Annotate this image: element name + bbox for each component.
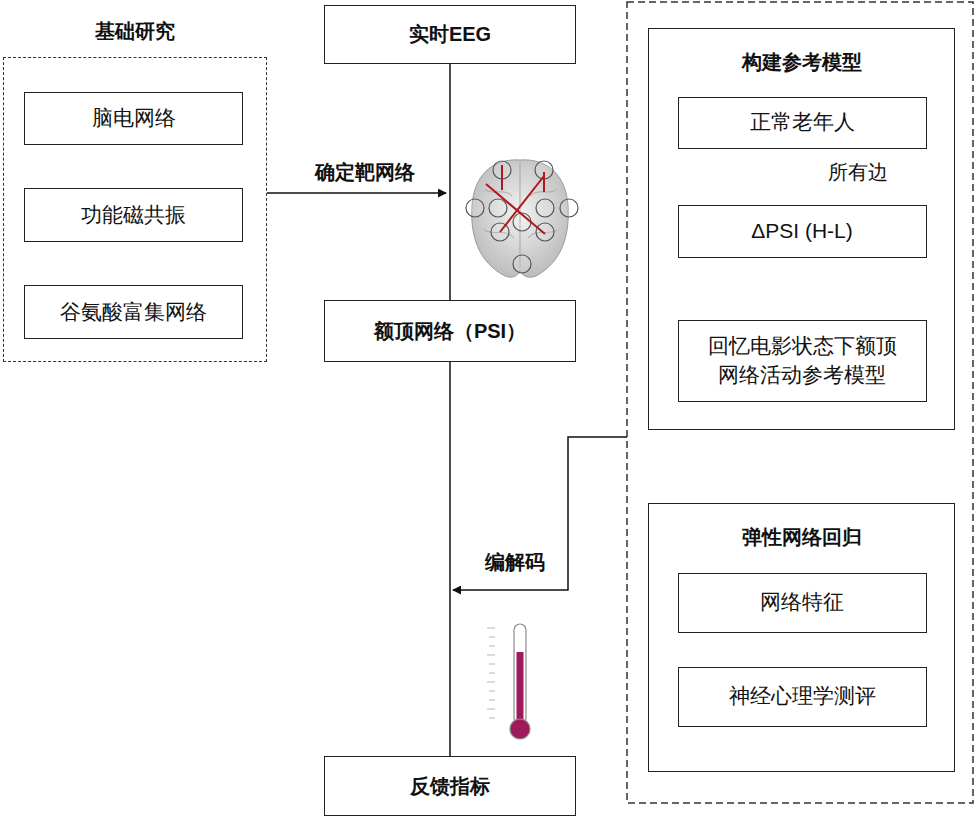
box-label: ΔPSI (H-L) bbox=[751, 217, 853, 245]
panel-box: 构建参考模型正常老年人 ΔPSI (H-L) 回忆电影状态下额顶网络活动参考模型 bbox=[648, 28, 955, 430]
box-label: 脑电网络 bbox=[92, 104, 176, 132]
box-label: 神经心理学测评 bbox=[729, 682, 876, 710]
process-box: ΔPSI (H-L) bbox=[678, 205, 927, 258]
edge-label: 所有边 bbox=[826, 159, 890, 186]
box-label: 正常老年人 bbox=[750, 108, 855, 136]
box-label: 额顶网络（PSI） bbox=[374, 318, 526, 345]
group-heading: 基础研究 bbox=[3, 18, 267, 45]
group-heading: 构建参考模型 bbox=[649, 49, 954, 76]
box-label: 谷氨酸富集网络 bbox=[60, 298, 207, 326]
brain-illustration bbox=[466, 160, 578, 277]
process-box: 实时EEG bbox=[324, 5, 576, 64]
process-box: 脑电网络 bbox=[24, 92, 243, 145]
box-label: 回忆电影状态下额顶网络活动参考模型 bbox=[702, 332, 902, 389]
group-heading: 弹性网络回归 bbox=[649, 524, 954, 551]
process-box: 功能磁共振 bbox=[24, 188, 243, 242]
box-label: 功能磁共振 bbox=[81, 201, 186, 229]
process-box: 额顶网络（PSI） bbox=[324, 300, 576, 362]
process-box: 反馈指标 bbox=[324, 756, 576, 816]
process-box: 正常老年人 bbox=[678, 97, 927, 149]
arrow-label: 编解码 bbox=[483, 549, 547, 576]
connector bbox=[449, 64, 451, 300]
dashed-region bbox=[627, 2, 973, 803]
target-arrow bbox=[267, 192, 446, 194]
box-label: 反馈指标 bbox=[410, 773, 490, 800]
process-box: 神经心理学测评 bbox=[678, 667, 927, 727]
codec-arrow bbox=[453, 437, 627, 590]
box-label: 实时EEG bbox=[409, 21, 491, 48]
thermometer-icon bbox=[487, 624, 530, 739]
process-box: 网络特征 bbox=[678, 573, 927, 633]
connector bbox=[449, 362, 451, 756]
arrow-label: 确定靶网络 bbox=[313, 159, 417, 186]
box-label: 网络特征 bbox=[760, 588, 844, 616]
group-box: 基础研究脑电网络功能磁共振谷氨酸富集网络 bbox=[3, 8, 267, 362]
process-box: 回忆电影状态下额顶网络活动参考模型 bbox=[678, 320, 927, 402]
panel-box: 弹性网络回归网络特征神经心理学测评 bbox=[648, 503, 955, 772]
process-box: 谷氨酸富集网络 bbox=[24, 285, 243, 339]
